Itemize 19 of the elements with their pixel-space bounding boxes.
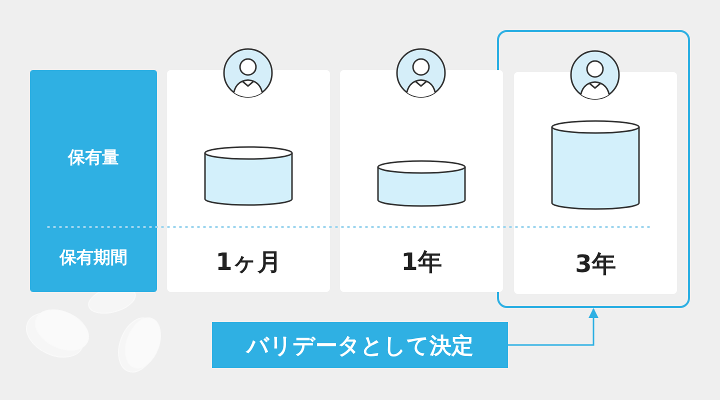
- column-card: [514, 72, 677, 294]
- cylinder-shape: [204, 146, 293, 206]
- row-header: 保有期間: [58, 247, 128, 269]
- period-label: 1ヶ月: [214, 247, 282, 278]
- row-header: 保有量: [66, 147, 120, 169]
- callout-text: バリデータとして決定: [244, 332, 474, 361]
- header-bar: [30, 70, 157, 292]
- column-card: [340, 70, 503, 292]
- cylinder-shape: [551, 120, 640, 210]
- period-label: 1年: [400, 247, 443, 278]
- avatar-icon: [570, 50, 620, 100]
- callout-box: [212, 322, 508, 368]
- column-card: [167, 70, 330, 292]
- period-label: 3年: [574, 249, 617, 280]
- avatar-icon: [396, 48, 446, 98]
- cylinder-shape: [377, 160, 466, 207]
- highlight-frame: [497, 30, 690, 308]
- arrow: [508, 308, 598, 346]
- avatar-icon: [223, 48, 273, 98]
